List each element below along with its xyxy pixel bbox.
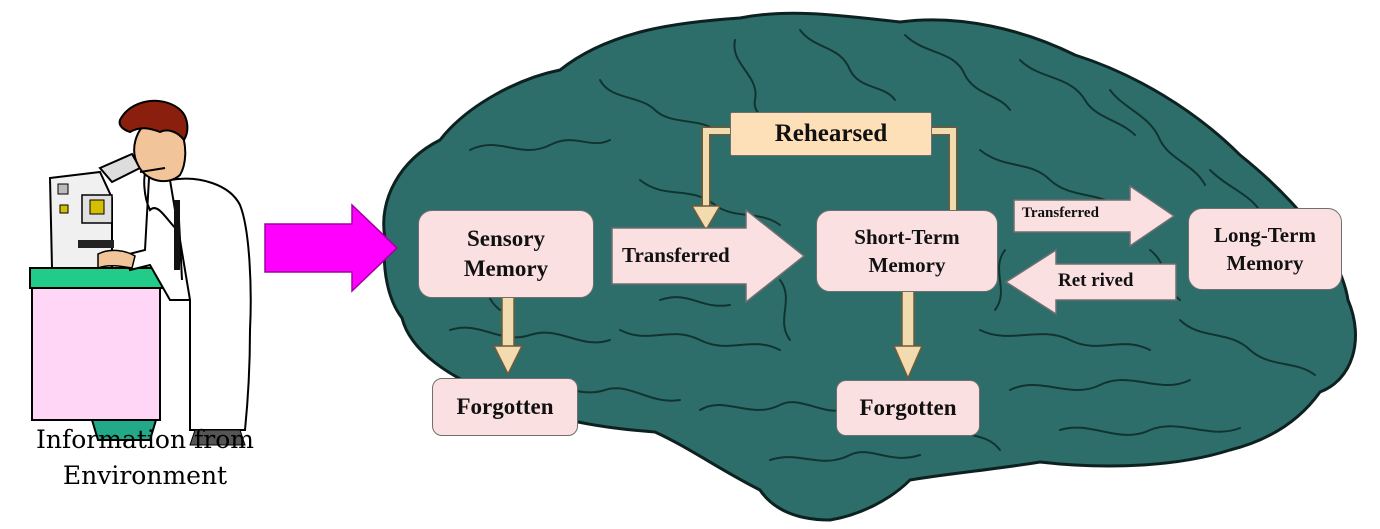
long-term-memory-box: Long-Term Memory (1188, 208, 1342, 290)
sensory-memory-box: Sensory Memory (418, 210, 594, 298)
short-term-forgotten-box: Forgotten (836, 380, 980, 436)
scientist-microscope-illustration (30, 101, 251, 445)
transferred-label-sensory-to-short: Transferred (622, 243, 730, 268)
short-term-forgotten-label: Forgotten (859, 395, 956, 421)
transferred-label-short-to-long: Transferred (1022, 205, 1099, 222)
input-arrow (265, 205, 397, 291)
sensory-memory-line2: Memory (464, 254, 548, 284)
long-term-memory-line2: Memory (1214, 249, 1316, 277)
short-term-memory-line2: Memory (854, 251, 959, 279)
rehearsed-label: Rehearsed (775, 120, 887, 148)
rehearsed-box: Rehearsed (730, 112, 932, 156)
retrieved-label-long-to-short: Ret rived (1058, 270, 1133, 292)
short-term-memory-box: Short-Term Memory (816, 210, 998, 292)
sensory-forgotten-label: Forgotten (456, 394, 553, 420)
short-term-memory-line1: Short-Term (854, 223, 959, 251)
sensory-memory-line1: Sensory (464, 224, 548, 254)
environment-caption: Information from Environment (0, 422, 290, 494)
environment-caption-line2: Environment (0, 458, 290, 494)
environment-caption-line1: Information from (0, 422, 290, 458)
long-term-memory-line1: Long-Term (1214, 221, 1316, 249)
sensory-forgotten-box: Forgotten (432, 378, 578, 436)
